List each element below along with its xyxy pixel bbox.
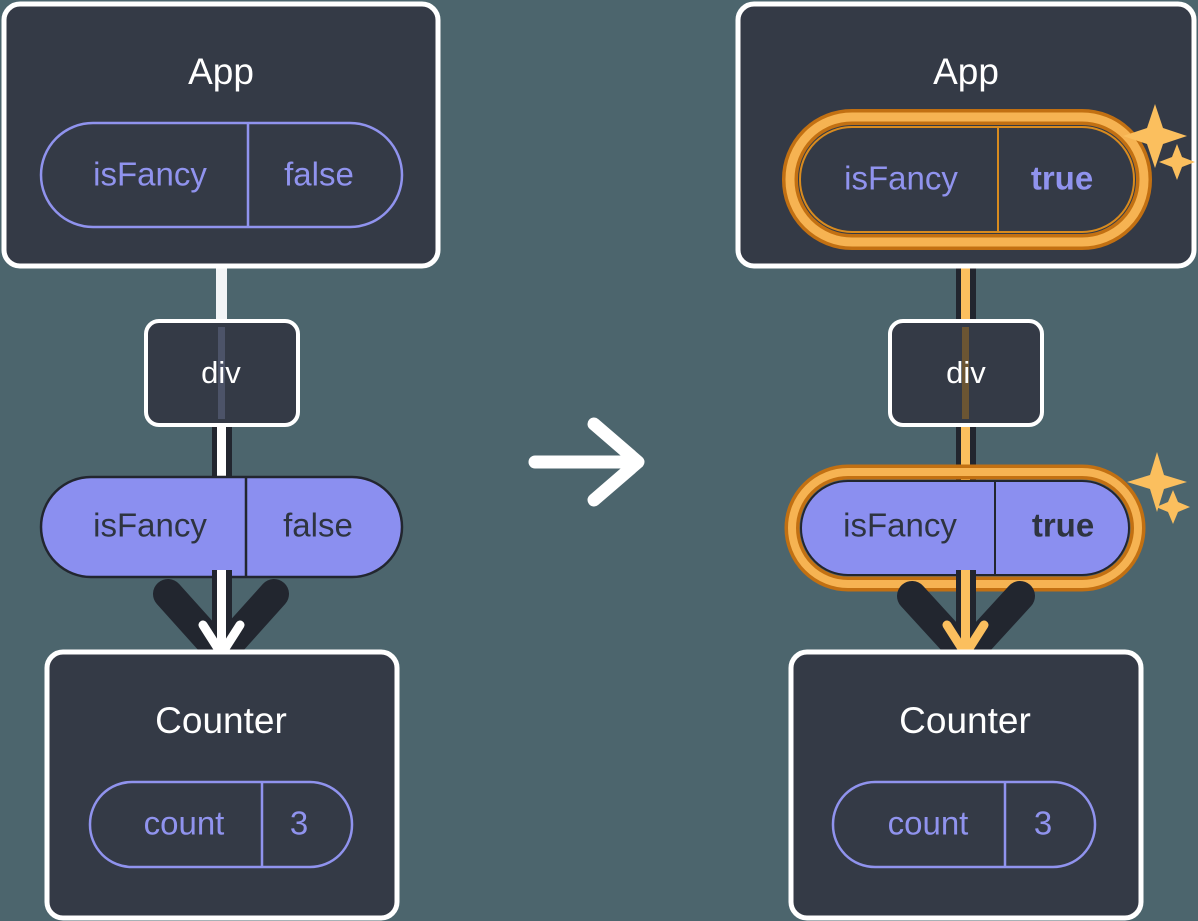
app-state-pill-value-left: false	[284, 156, 354, 193]
prop-arrow-inner-left	[198, 570, 245, 659]
app-state-pill-value-right: true	[1031, 160, 1093, 197]
counter-state-pill-shape-left	[88, 780, 354, 869]
sparkle-icon-prop-right	[1127, 452, 1190, 524]
prop-pill-value-left: false	[283, 507, 353, 544]
counter-box-right	[788, 649, 1144, 921]
arrow-right-icon	[528, 417, 645, 507]
div-box-label-right: div	[946, 355, 986, 390]
counter-box-title-right: Counter	[899, 700, 1031, 741]
app-state-pill-key-left: isFancy	[93, 156, 207, 193]
app-box-title-left: App	[188, 51, 254, 92]
app-state-pill-left[interactable]: isFancy false	[39, 121, 404, 229]
app-state-pill-highlight-inner-right	[785, 112, 1149, 247]
counter-state-pill-right[interactable]: count 3	[831, 780, 1097, 869]
counter-state-pill-key-left: count	[144, 805, 225, 842]
connector-div-to-pill-core-left	[217, 420, 226, 490]
counter-state-pill-value-left: 3	[290, 805, 308, 842]
div-box-inner-stripe-right	[962, 327, 969, 419]
app-state-pill-key-right: isFancy	[844, 160, 958, 197]
app-state-pill-shape-left	[39, 121, 404, 229]
div-box-label-left: div	[201, 355, 241, 390]
counter-state-pill-shape-right	[831, 780, 1097, 869]
connector-div-to-pill-core-right	[961, 420, 970, 490]
div-box-inner-stripe-left	[218, 327, 225, 419]
sparkle-icon-app-right	[1123, 104, 1195, 180]
connector-app-to-div-core-right	[961, 225, 970, 335]
after-panel: App isFancy true div isFancy	[735, 1, 1197, 921]
app-box-title-right: App	[933, 51, 999, 92]
app-state-pill-right[interactable]: isFancy true	[782, 104, 1195, 250]
div-box-right: div	[888, 319, 1044, 427]
app-box-left	[1, 1, 441, 269]
counter-state-pill-left[interactable]: count 3	[88, 780, 354, 869]
counter-state-pill-key-right: count	[888, 805, 969, 842]
counter-state-pill-value-right: 3	[1034, 805, 1052, 842]
prop-pill-right[interactable]: isFancy true	[784, 452, 1190, 592]
app-state-pill-shape-right	[799, 126, 1135, 233]
connector-app-to-div-left	[216, 258, 227, 328]
before-panel: App isFancy false div isFancy false	[1, 1, 441, 921]
prop-pill-key-right: isFancy	[843, 507, 957, 544]
prop-pill-left[interactable]: isFancy false	[39, 475, 404, 579]
counter-box-title-left: Counter	[155, 700, 287, 741]
prop-pill-value-right: true	[1032, 507, 1094, 544]
counter-box-left	[44, 649, 400, 921]
div-box-left: div	[144, 319, 300, 427]
prop-pill-key-left: isFancy	[93, 507, 207, 544]
